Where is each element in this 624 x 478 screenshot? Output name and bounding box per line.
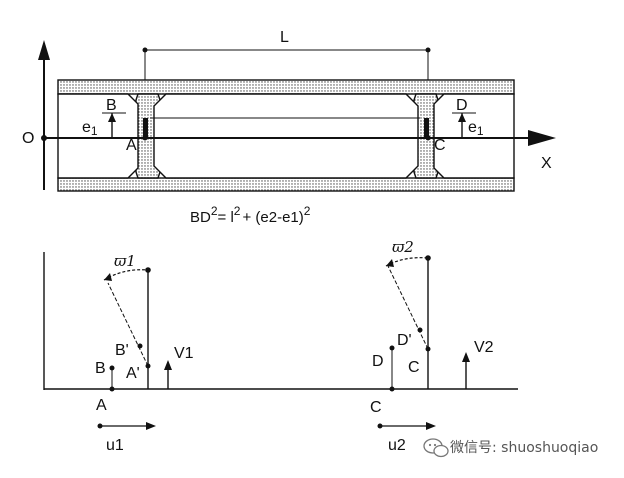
- u1-label: u1: [106, 437, 124, 454]
- bottom-flange: [57, 177, 515, 192]
- label-A-prime: A': [126, 365, 140, 382]
- label-A: A: [126, 137, 137, 154]
- u1-arrow-head: [146, 422, 156, 430]
- formula: BD2= l2+ (e2-e1)2: [190, 204, 311, 226]
- omega2-label: ϖ2: [392, 238, 414, 256]
- point-B-bottom: [109, 365, 115, 371]
- left-end-opening: [57, 93, 139, 179]
- point-C: [425, 135, 431, 141]
- label-C: C: [434, 137, 446, 154]
- label-D-bottom: D: [372, 353, 384, 370]
- span-dimension: [142, 47, 431, 80]
- u2-arrow-head: [426, 422, 436, 430]
- V1-label: V1: [174, 345, 194, 362]
- label-C-bottom: C: [370, 399, 382, 416]
- x-axis-arrow: [528, 130, 556, 146]
- omega1-label: ϖ1: [114, 252, 136, 270]
- label-C-right: C: [408, 359, 420, 376]
- u2-label: u2: [388, 437, 406, 454]
- label-D-prime: D': [397, 332, 412, 349]
- e1-left-arrow-head: [108, 113, 116, 122]
- right-end-opening: [433, 93, 515, 179]
- central-opening: [153, 93, 419, 179]
- origin-label: O: [22, 130, 34, 147]
- left-rotation-group: [103, 267, 151, 392]
- label-B-prime: B': [115, 342, 129, 359]
- marker-right: [424, 118, 429, 138]
- right-rotation-group: [385, 255, 431, 392]
- marker-left: [143, 118, 148, 138]
- label-A-bottom: A: [96, 397, 107, 414]
- V1-arrow-head: [164, 360, 172, 370]
- point-D-bottom: [389, 345, 395, 351]
- e1-right-label: e1: [468, 119, 484, 138]
- vertical-axis-arrow: [38, 40, 50, 60]
- wechat-icon: [423, 438, 449, 458]
- V2-label: V2: [474, 339, 494, 356]
- span-label: L: [280, 29, 289, 46]
- V2-arrow-head: [462, 352, 470, 362]
- label-B-bottom: B: [95, 360, 106, 377]
- label-B: B: [106, 97, 117, 114]
- point-A: [142, 135, 148, 141]
- x-axis-label: X: [541, 155, 552, 172]
- top-flange: [57, 79, 515, 95]
- watermark-text: 微信号: shuoshuoqiao: [450, 440, 598, 456]
- origin-point: [41, 135, 47, 141]
- label-D: D: [456, 97, 468, 114]
- e1-left-label: e1: [82, 119, 98, 138]
- e1-right-arrow-head: [458, 113, 466, 122]
